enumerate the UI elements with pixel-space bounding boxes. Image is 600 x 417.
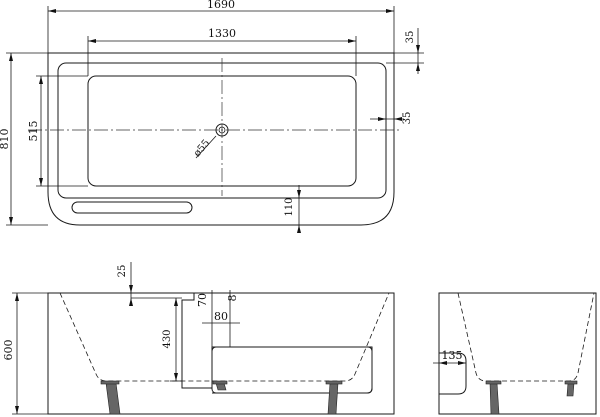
- dim-inner-depth: 430: [162, 329, 173, 348]
- dim-drain-diameter: ø55: [192, 138, 212, 159]
- front-shelf-block: [181, 293, 373, 394]
- side-elevation: 135: [433, 292, 597, 415]
- dim-810: 810: [0, 129, 11, 150]
- front-outer-outline: [47, 292, 395, 415]
- side-leg-left: [489, 382, 500, 415]
- plan-outer-outline: [47, 52, 395, 226]
- dim-515: 515: [27, 121, 40, 142]
- side-basin-hidden-line: [457, 292, 595, 382]
- dim-height-600: 600: [2, 340, 15, 361]
- drain-leader: [195, 135, 217, 159]
- side-leg-right: [566, 382, 575, 397]
- dim-shelf-depth: 110: [284, 197, 295, 216]
- dim-rim-thickness: 25: [117, 265, 128, 278]
- dim-shelf-gap: 8: [226, 295, 239, 302]
- front-elevation: 600 25 430 70 8 80: [2, 262, 395, 415]
- dim-1330: 1330: [208, 27, 236, 40]
- dim-shelf-step: 80: [214, 310, 228, 323]
- dim-rim-right: 35: [402, 112, 413, 125]
- dim-rim-top: 35: [405, 31, 416, 44]
- dim-shelf-rise: 70: [196, 293, 209, 307]
- side-shelf-block: [439, 352, 467, 395]
- front-shelf-top: [211, 346, 373, 394]
- front-leg-left: [105, 382, 121, 415]
- front-leg-right: [327, 382, 339, 415]
- dim-1690: 1690: [207, 0, 235, 11]
- plan-shelf-slot: [71, 201, 193, 214]
- dim-shelf-width: 135: [442, 349, 463, 362]
- plan-view: 1690 1330 810 515 35 35 ø: [0, 0, 424, 233]
- front-basin-hidden-line: [59, 292, 390, 382]
